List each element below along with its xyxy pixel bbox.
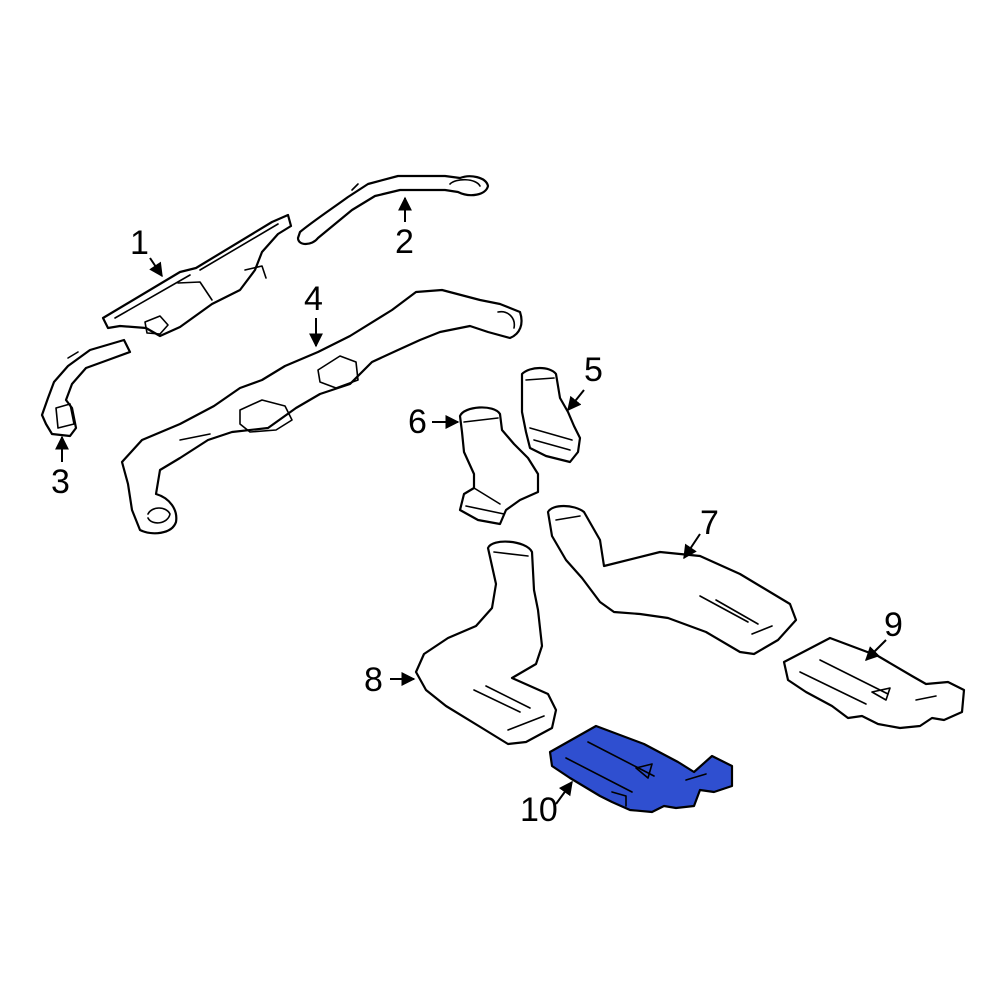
part-2-side-defroster-tube[interactable] [296, 174, 490, 246]
leader-5 [567, 389, 585, 412]
leader-10 [555, 780, 573, 805]
callout-4: 4 [304, 280, 323, 318]
leader-lines [55, 196, 887, 805]
callout-6: 6 [408, 403, 427, 441]
callout-labels: 1 2 3 4 5 6 7 8 9 10 [51, 223, 903, 829]
leader-1 [149, 257, 163, 278]
part-4-main-duct[interactable] [120, 288, 523, 535]
part-8-rear-floor-duct[interactable] [414, 540, 558, 746]
callout-1: 1 [130, 224, 149, 262]
part-7-floor-duct[interactable] [546, 504, 798, 656]
callout-10: 10 [520, 791, 558, 829]
part-3-side-vent-duct[interactable] [40, 338, 132, 438]
leader-9 [865, 639, 887, 661]
part-1-defroster-duct[interactable] [101, 213, 293, 338]
part-5-center-outlet-duct[interactable] [520, 366, 582, 464]
part-10-highlighted-duct[interactable] [548, 724, 734, 814]
callout-3: 3 [51, 463, 70, 501]
leader-7 [683, 533, 701, 560]
callout-8: 8 [364, 661, 383, 699]
callout-7: 7 [700, 504, 719, 542]
callout-9: 9 [884, 606, 903, 644]
part-6-center-outlet-duct[interactable] [458, 406, 540, 526]
callout-5: 5 [584, 351, 603, 389]
callout-2: 2 [395, 223, 414, 261]
part-9-rear-duct[interactable] [782, 636, 966, 730]
